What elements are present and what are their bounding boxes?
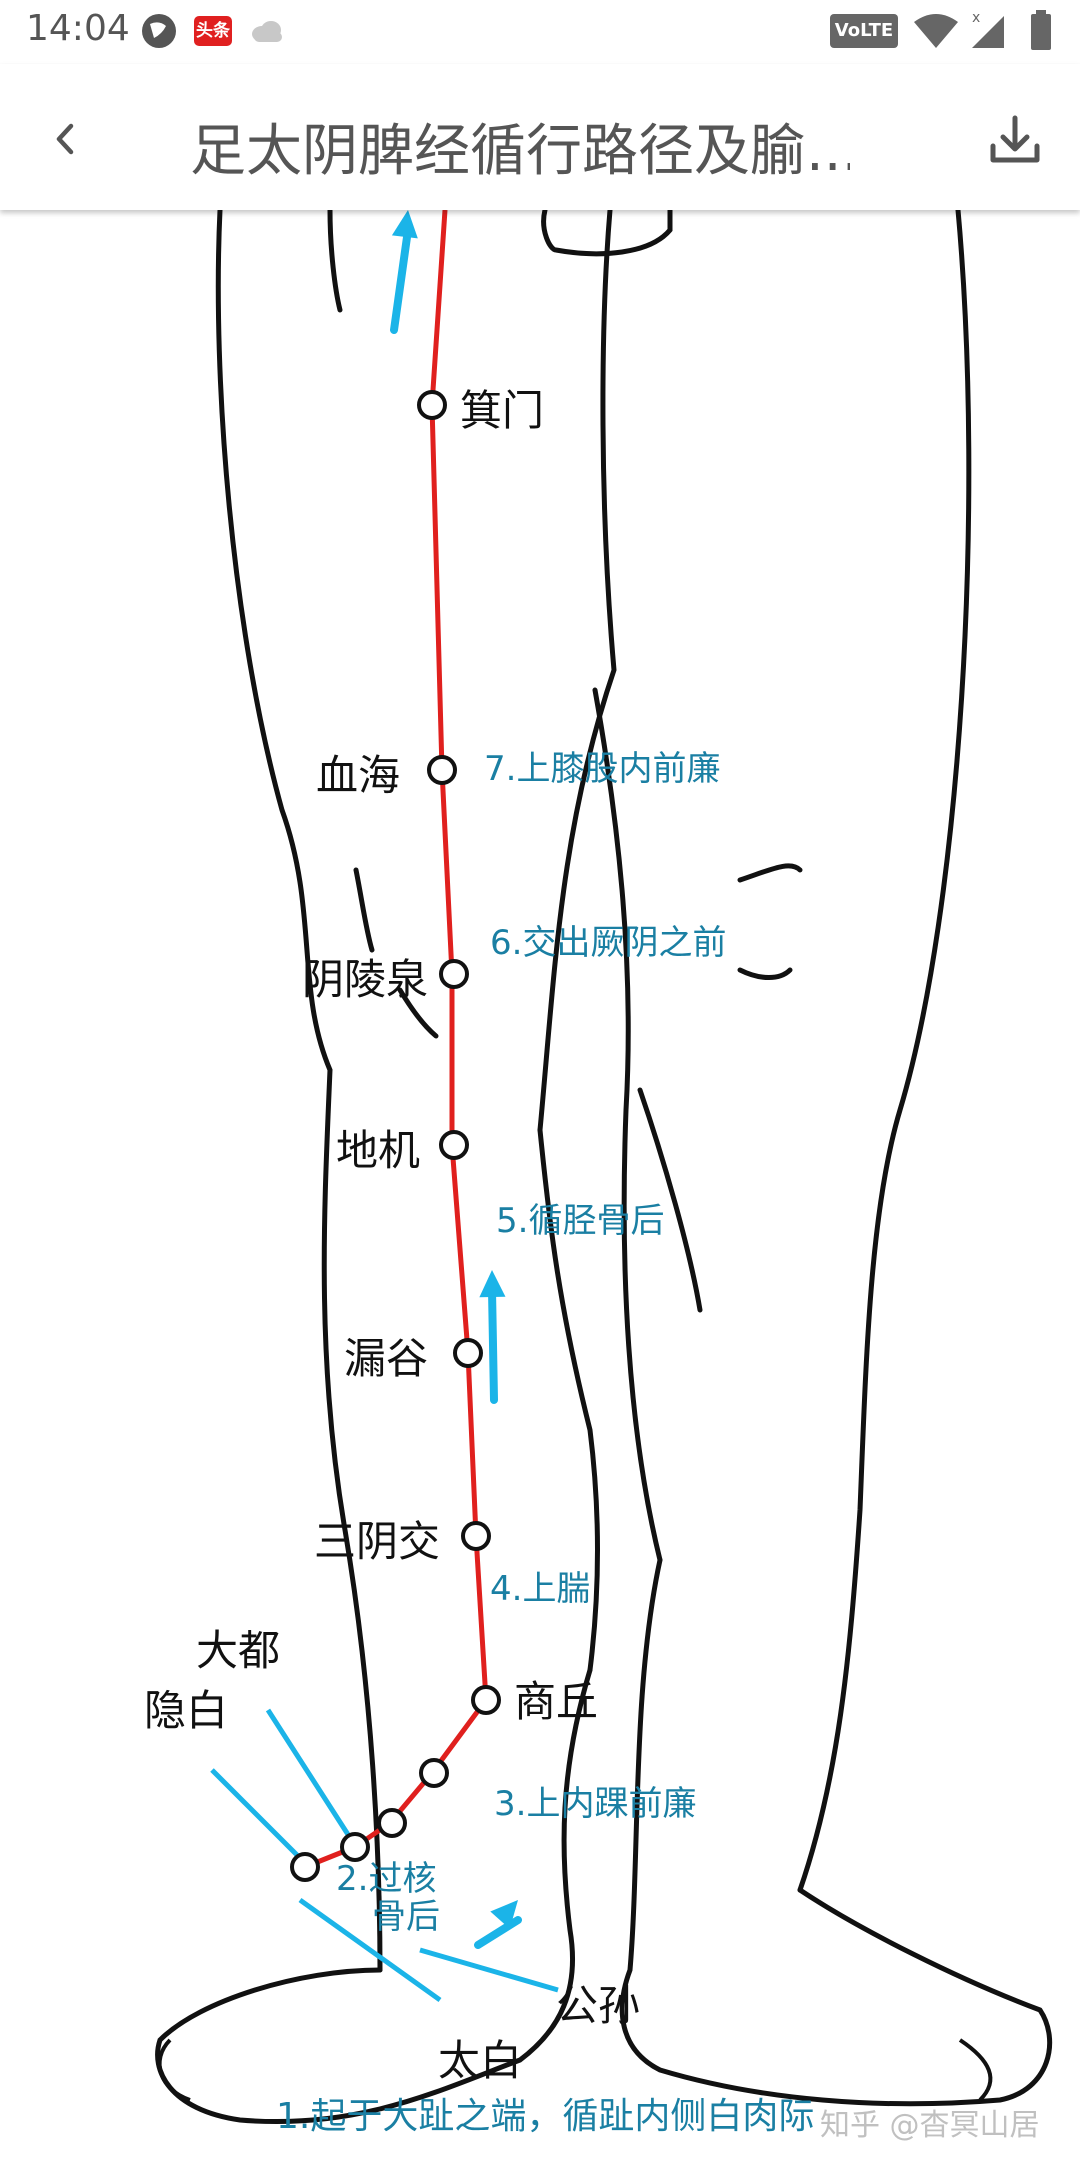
acupoint-label: 隐白: [144, 1686, 228, 1735]
acupoint-marker: [461, 1521, 491, 1551]
acupoint-label: 阴陵泉: [302, 955, 428, 1004]
leg-outline-stroke: [353, 867, 375, 953]
route-annotation: 5.循胫骨后: [496, 1201, 664, 1241]
route-annotation: 1.起于大趾之端，循趾内侧白肉际: [276, 2096, 814, 2137]
toe-outline: [958, 2038, 993, 2102]
route-annotation: 4.上腨: [490, 1569, 590, 1609]
acupoint-marker: [377, 1808, 407, 1838]
leg-outline-stroke: [215, 210, 383, 1973]
direction-arrows: [390, 210, 522, 1949]
acupoint-label: 三阴交: [314, 1517, 440, 1566]
route-annotation: 2.过核: [336, 1859, 436, 1899]
acupoint-marker: [417, 390, 447, 420]
leg-outline: [155, 210, 1053, 2125]
leader-line: [210, 1768, 304, 1862]
meridian-line: [304, 210, 489, 1870]
leg-outline-stroke: [592, 687, 663, 1563]
acupoint-marker: [439, 1130, 469, 1160]
acupoint-marker: [419, 1758, 449, 1788]
acupoint-marker: [471, 1685, 501, 1715]
direction-arrow-head: [391, 210, 418, 239]
acupoint-marker: [453, 1338, 483, 1368]
acupoint-label: 大都: [196, 1626, 280, 1675]
leader-lines: [210, 1708, 559, 2003]
acupoint-label: 商丘: [514, 1677, 598, 1726]
acupoint-label: 地机: [336, 1126, 420, 1175]
cloud-icon: [252, 21, 282, 42]
leg-outline-stroke: [541, 210, 673, 257]
svg-text:x: x: [972, 10, 980, 26]
acupoint-marker: [439, 959, 469, 989]
leg-outline-stroke: [155, 1667, 593, 2125]
direction-arrow-head: [479, 1270, 506, 1298]
meridian-illustration: 箕门血海阴陵泉地机漏谷三阴交商丘 大都隐白公孙太白 7.上膝股内前廉 6.交出厥阴之…: [0, 210, 1080, 2160]
acupoint-markers: [290, 390, 501, 1882]
download-icon[interactable]: [980, 104, 1050, 174]
direction-arrow-head: [490, 1900, 518, 1929]
leg-outline-stroke: [637, 1087, 703, 1313]
leader-line: [265, 1708, 359, 1849]
acupoint-label: 箕门: [460, 386, 544, 435]
acupoint-label: 血海: [316, 751, 400, 800]
volte-icon: VoLTE: [830, 14, 898, 48]
volte-label: VoLTE: [834, 20, 894, 41]
route-annotation: 7.上膝股内前廉: [484, 749, 720, 789]
direction-arrow: [474, 1916, 522, 1949]
leg-outline-stroke: [327, 210, 343, 313]
acupoint-label: 太白: [438, 2036, 522, 2085]
signal-icon: x: [972, 10, 1004, 48]
battery-icon: [1031, 10, 1051, 50]
leg-outline-stroke: [619, 1557, 1053, 2107]
toutiao-icon: 头条: [194, 16, 232, 46]
direction-arrow: [390, 226, 412, 334]
status-bar: 14:04 头条 VoLTE x: [0, 0, 1080, 64]
wifi-icon: [914, 14, 958, 48]
watermark: 知乎 @杳冥山居: [820, 2108, 1040, 2143]
route-annotation: 骨后: [372, 1897, 440, 1937]
leg-outline-stroke: [537, 1127, 600, 1673]
direction-arrow: [488, 1286, 498, 1404]
page-title: 足太阴脾经循行路径及腧...: [190, 119, 850, 184]
leader-line: [298, 1897, 442, 2003]
leg-outline-stroke: [737, 863, 803, 883]
leg-outline-stroke: [737, 967, 793, 980]
browser-icon: [142, 14, 176, 48]
meridian-path: [304, 210, 489, 1870]
toutiao-label: 头条: [196, 21, 230, 41]
chevron-left-icon[interactable]: [30, 104, 100, 174]
acupoint-marker: [340, 1832, 370, 1862]
acupoint-label: 公孙: [556, 1981, 640, 2030]
leg-outline-stroke: [397, 987, 439, 1039]
acupoint-marker: [427, 755, 457, 785]
leg-outline-stroke: [797, 210, 972, 1893]
route-annotation: 6.交出厥阴之前: [490, 923, 726, 963]
acupoint-label: 漏谷: [344, 1334, 428, 1383]
leg-outline-stroke: [537, 210, 617, 1133]
toe-outline: [157, 2038, 191, 2102]
acupoint-marker: [290, 1852, 320, 1882]
app-bar: 足太阴脾经循行路径及腧...: [0, 64, 1080, 210]
route-annotation: 3.上内踝前廉: [494, 1784, 696, 1824]
leader-line: [419, 1947, 559, 1993]
status-time: 14:04: [26, 8, 130, 49]
